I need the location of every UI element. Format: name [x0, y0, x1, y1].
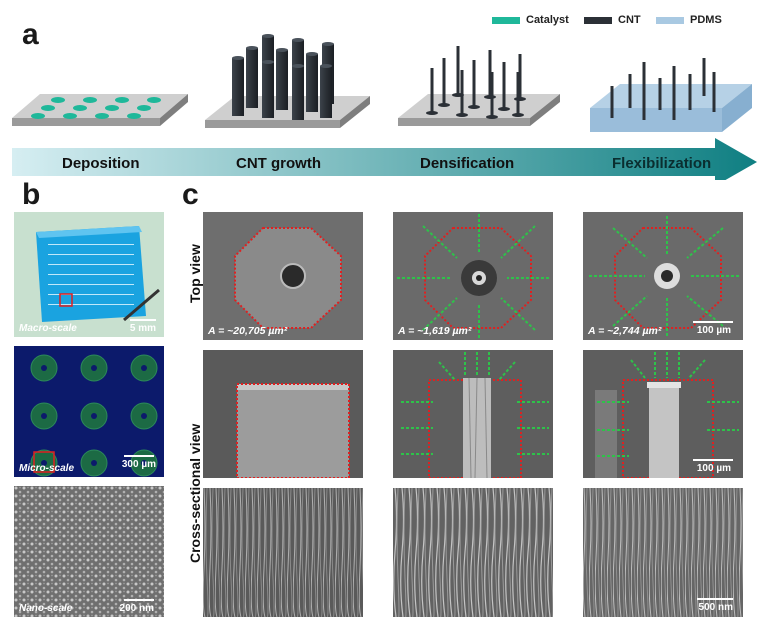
- panel-label-a: a: [22, 18, 39, 51]
- substrate-densification: [398, 46, 560, 126]
- row-label-cross-sectional-view: Cross-sectional view: [187, 423, 203, 563]
- micro-scale-image: Micro-scale 300 µm: [14, 346, 164, 477]
- top-view-flexibilized: A = ~2,744 µm² 100 µm: [583, 212, 743, 340]
- substrate-deposition: [12, 94, 188, 126]
- micro-scale-bar-text: 300 µm: [121, 459, 156, 470]
- pdms-block: [590, 58, 752, 132]
- nano-scale-label: Nano-scale: [19, 603, 73, 614]
- area-densified: A = ~1,619 µm²: [398, 325, 472, 337]
- nano-scale-image: Nano-scale 200 nm: [14, 486, 164, 617]
- pdms-swatch: [656, 16, 684, 24]
- cnt-swatch: [584, 16, 612, 24]
- scale-bar: [130, 319, 156, 321]
- stage-cnt-growth: CNT growth: [236, 155, 321, 172]
- cross-section-flexibilized: 100 µm: [583, 350, 743, 478]
- macro-scale-label: Macro-scale: [19, 323, 77, 334]
- panel-label-c: c: [182, 178, 199, 211]
- top-view-as-grown: A = ~20,705 µm²: [203, 212, 363, 340]
- cross-scale-bar-text: 100 µm: [696, 463, 731, 474]
- macro-scale-bar-text: 5 mm: [129, 323, 156, 334]
- legend-label: PDMS: [690, 14, 722, 26]
- area-as-grown: A = ~20,705 µm²: [208, 325, 288, 337]
- cross-section-as-grown: [203, 350, 363, 478]
- legend-label: CNT: [618, 14, 641, 26]
- legend-cnt: CNT: [584, 14, 641, 26]
- scale-bar: [124, 455, 154, 457]
- scale-bar: [693, 459, 733, 461]
- micro-scale-label: Micro-scale: [19, 463, 75, 474]
- nano-scale-bar-text: 200 nm: [119, 603, 154, 614]
- process-arrow: [12, 138, 757, 180]
- top-scale-bar-text: 100 µm: [696, 325, 731, 336]
- row-label-top-view: Top view: [187, 244, 203, 303]
- legend-pdms: PDMS: [656, 14, 722, 26]
- stage-flexibilization: Flexibilization: [612, 155, 712, 172]
- substrate-cnt-growth: [205, 34, 370, 128]
- fibers-as-grown: [203, 488, 363, 617]
- legend-catalyst: Catalyst: [492, 14, 569, 26]
- panel-a-schematic: [12, 34, 757, 180]
- top-view-densified: A = ~1,619 µm²: [393, 212, 553, 340]
- catalyst-swatch: [492, 16, 520, 24]
- fibers-flexibilized: 500 nm: [583, 488, 743, 617]
- nano-fiber-scale-bar-text: 500 nm: [698, 602, 733, 613]
- stage-deposition: Deposition: [62, 155, 140, 172]
- legend-label: Catalyst: [526, 14, 569, 26]
- scale-bar: [124, 599, 154, 601]
- panel-label-b: b: [22, 178, 41, 211]
- fibers-densified: [393, 488, 553, 617]
- scale-bar: [693, 321, 733, 323]
- area-flexibilized: A = ~2,744 µm²: [588, 325, 662, 337]
- macro-scale-image: Macro-scale 5 mm: [14, 212, 164, 337]
- stage-densification: Densification: [420, 155, 515, 172]
- cross-section-densified: [393, 350, 553, 478]
- scale-bar: [697, 598, 733, 600]
